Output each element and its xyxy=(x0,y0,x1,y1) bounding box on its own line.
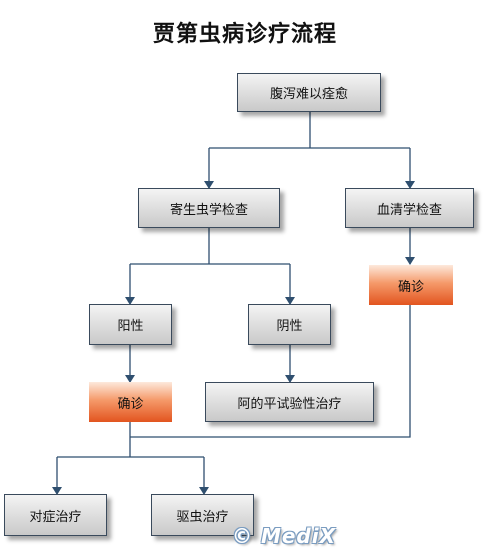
node-confirm-label: 确诊 xyxy=(117,396,144,412)
node-serum-confirm: 确诊 xyxy=(369,265,453,305)
node-symptomatic-label: 对症治疗 xyxy=(29,509,82,525)
node-positive-label: 阳性 xyxy=(117,319,144,334)
node-negative-label: 阴性 xyxy=(276,319,303,334)
node-serum-exam: 血清学检查 xyxy=(345,188,474,228)
node-serum-confirm-label: 确诊 xyxy=(397,279,424,295)
node-deworm: 驱虫治疗 xyxy=(151,494,254,536)
connector-serum-merge xyxy=(130,305,411,438)
node-parasite-exam-label: 寄生虫学检查 xyxy=(169,202,248,218)
node-diarrhea: 腹泻难以痊愈 xyxy=(237,73,381,112)
diagram-title: 贾第虫病诊疗流程 xyxy=(152,22,337,47)
node-negative: 阴性 xyxy=(248,304,331,345)
node-trial-treatment: 阿的平试验性治疗 xyxy=(205,382,374,422)
node-confirm: 确诊 xyxy=(89,382,172,422)
node-trial-treatment-label: 阿的平试验性治疗 xyxy=(237,396,342,412)
node-positive: 阳性 xyxy=(89,304,172,345)
node-deworm-label: 驱虫治疗 xyxy=(176,509,229,525)
node-symptomatic: 对症治疗 xyxy=(4,494,107,536)
medix-watermark: © MediX xyxy=(232,524,337,548)
node-parasite-exam: 寄生虫学检查 xyxy=(138,188,280,228)
node-diarrhea-label: 腹泻难以痊愈 xyxy=(269,87,348,102)
node-serum-exam-label: 血清学检查 xyxy=(376,202,442,218)
